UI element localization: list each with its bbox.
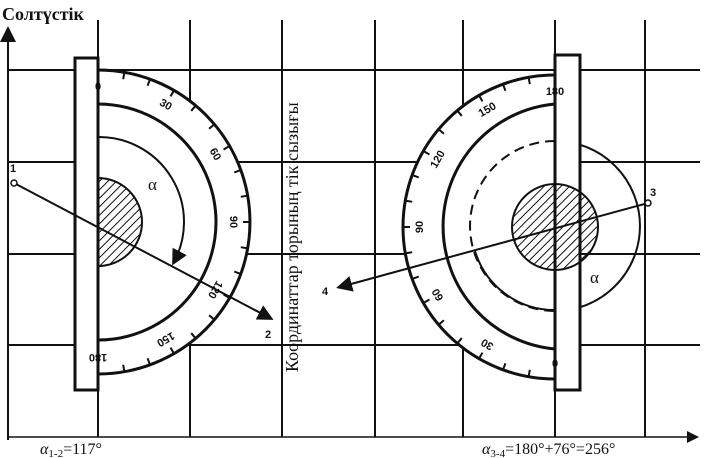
protractor-tick: [122, 364, 126, 372]
protractor-tick: [405, 251, 413, 255]
protractor-tick: [146, 78, 151, 87]
angle-arc: [474, 250, 556, 312]
alpha-left: α: [148, 175, 157, 194]
protractor-label: 180: [89, 351, 107, 363]
hatched-circle: [511, 183, 599, 271]
protractor-tick: [169, 347, 175, 355]
protractor-tick: [456, 337, 463, 345]
protractor-tick: [190, 104, 197, 112]
protractor-tick: [478, 352, 484, 360]
protractor-tick: [208, 314, 216, 321]
protractor-tick: [527, 369, 531, 377]
protractor-tick: [208, 123, 216, 130]
point-1-label: 1: [10, 163, 16, 175]
protractor-tick: [405, 199, 413, 203]
angle-arc-arrow: [97, 135, 187, 266]
protractor-tick: [411, 174, 420, 179]
protractor-tick: [456, 109, 463, 117]
protractor-label: 60: [430, 286, 447, 303]
protractor-tick: [502, 362, 507, 371]
protractor-tick: [527, 77, 531, 85]
protractor-label: 90: [227, 216, 239, 228]
formula-left: α1-2=117°: [40, 441, 102, 458]
protractor-tick: [502, 83, 507, 92]
direction-line-3-4: [336, 202, 649, 292]
protractor-tick: [233, 169, 242, 174]
alpha-right: α: [590, 268, 599, 287]
protractor-tick: [233, 270, 242, 275]
protractor-label: 90: [414, 221, 426, 233]
protractor-label: 180: [546, 86, 564, 98]
protractor-label: 60: [207, 146, 224, 163]
direction-line-1-2: [13, 182, 274, 320]
point-3: [644, 199, 652, 207]
protractor-tick: [437, 319, 445, 326]
protractor-tick: [478, 94, 484, 102]
protractor-label: 0: [552, 358, 558, 370]
point-3-label: 3: [650, 187, 656, 199]
point-4-label: 4: [322, 286, 329, 298]
protractor-tick: [190, 332, 197, 340]
protractor-tick: [240, 194, 248, 198]
protractor-tick: [437, 128, 445, 135]
protractor-tick: [422, 150, 430, 156]
protractor-tick: [240, 246, 248, 250]
protractor-tick: [411, 275, 420, 280]
protractor-label: 30: [157, 97, 174, 114]
north-label: Солтүстік: [2, 4, 85, 24]
protractor-tick: [422, 298, 430, 304]
protractor-tick: [223, 145, 231, 151]
point-2-label: 2: [265, 329, 271, 341]
protractor-tick: [122, 72, 126, 80]
protractor-tick: [169, 89, 175, 97]
point-1: [10, 179, 18, 187]
protractor-tick: [146, 357, 151, 366]
grid-vertical-line-label: Координаттар торының тік сызығы: [282, 102, 302, 372]
protractor-label: 0: [95, 81, 101, 93]
formula-right: α3-4=180°+76°=256°: [482, 441, 615, 458]
protractor-label: 30: [479, 336, 496, 353]
